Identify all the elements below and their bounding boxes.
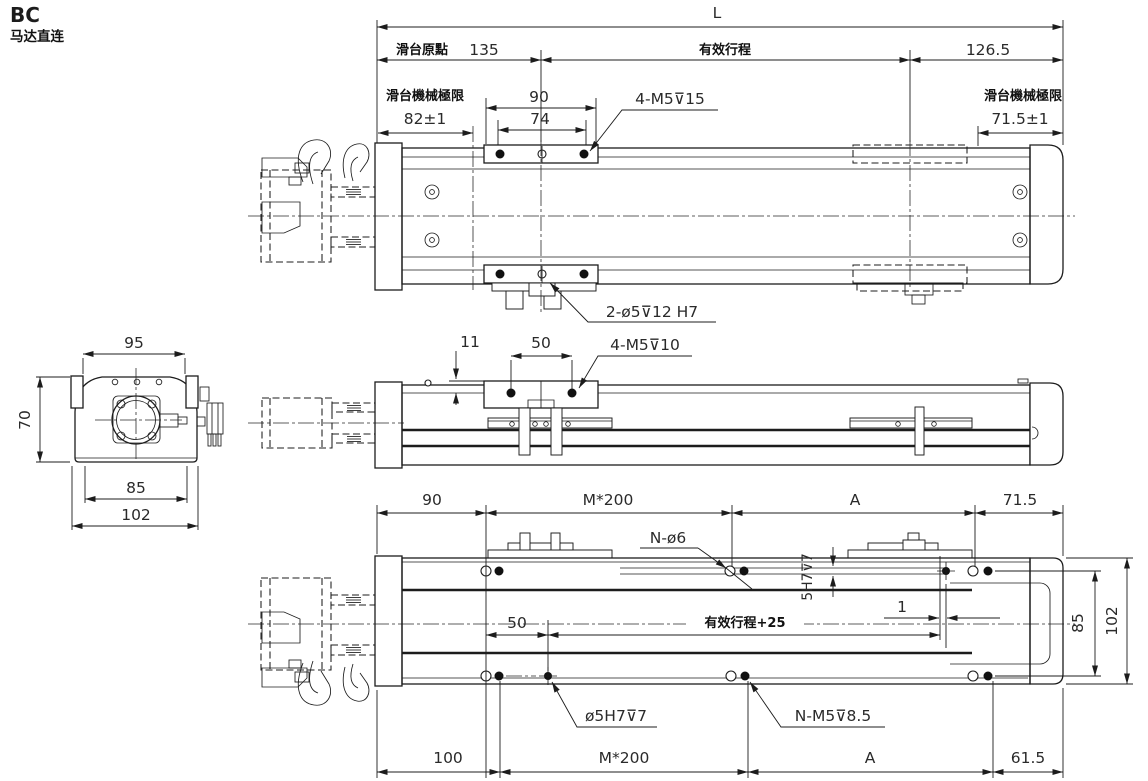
dim-origin-value: 135 xyxy=(469,41,499,59)
dim-hole-pitch: 50 xyxy=(531,334,551,352)
callout-pin-hole: ø5H7⊽7 xyxy=(551,681,657,728)
svg-text:ø5H7⊽7: ø5H7⊽7 xyxy=(585,707,647,725)
dim-right-end: 126.5 xyxy=(966,41,1010,59)
end-view-dimensions: 95 70 85 102 xyxy=(16,334,199,530)
sensor-rail-left xyxy=(487,417,613,429)
dim-bottom-1: M*200 xyxy=(599,749,650,767)
callout-keyway: 5H7⊽7 xyxy=(800,547,836,601)
svg-text:5H7⊽7: 5H7⊽7 xyxy=(800,553,816,601)
motor-flange xyxy=(374,381,403,469)
side-rail-left xyxy=(70,375,84,409)
reference-keyway xyxy=(620,567,944,575)
motor-flange xyxy=(374,142,403,291)
svg-text:4-M5⊽10: 4-M5⊽10 xyxy=(610,336,680,354)
dim-top-3: 71.5 xyxy=(1003,491,1038,509)
dim-bottom-0: 100 xyxy=(433,749,463,767)
dim-width-top: 95 xyxy=(124,334,144,352)
callout-pin-holes: 2-ø5⊽12 H7 xyxy=(549,282,716,323)
title-block: BC 马达直连 xyxy=(10,3,64,45)
callout-carriage-top-taps: 4-M5⊽10 xyxy=(578,336,692,389)
dim-height-outer: 102 xyxy=(1066,557,1133,685)
dim-origin-offset: 50 xyxy=(507,614,527,632)
motor-flange xyxy=(374,555,403,687)
body-outline xyxy=(74,376,198,463)
svg-text:N-M5⊽8.5: N-M5⊽8.5 xyxy=(795,707,871,725)
dim-limit-left-value: 82±1 xyxy=(404,110,447,128)
dim-width-inner: 85 xyxy=(126,479,146,497)
svg-text:4-M5⊽15: 4-M5⊽15 xyxy=(635,90,705,108)
dim-limit-right-label: 滑台機械極限 xyxy=(984,88,1063,104)
callout-carriage-taps: 4-M5⊽15 xyxy=(589,90,718,152)
end-cap xyxy=(1029,557,1064,685)
dim-carriage-outer: 90 xyxy=(529,88,549,106)
bottom-view xyxy=(248,532,1075,706)
dim-limit-right-value: 71.5±1 xyxy=(991,110,1048,128)
slide-carriage xyxy=(487,532,613,559)
end-cap xyxy=(1029,382,1064,466)
dim-carriage-inner: 74 xyxy=(530,110,550,128)
dim-width-outer: 102 xyxy=(121,506,151,524)
sensor-dogs xyxy=(518,407,563,456)
dim-height-inner: 85 xyxy=(995,570,1101,677)
dim-top-2: A xyxy=(850,491,861,509)
dim-pin-offset: 1 xyxy=(884,598,1000,621)
cable-icon xyxy=(261,139,370,234)
end-cap xyxy=(1029,144,1064,285)
drive-type-label: 马达直连 xyxy=(10,28,64,45)
dim-bottom-2: A xyxy=(865,749,876,767)
callout-through-holes: N-ø6 xyxy=(640,529,753,590)
dim-carriage-height: 11 xyxy=(460,333,480,351)
dim-origin-label: 滑台原點 xyxy=(396,42,448,58)
callout-bottom-taps: N-M5⊽8.5 xyxy=(749,681,885,728)
dim-overall-length: L xyxy=(713,4,722,22)
body-screw-holes xyxy=(424,184,1028,248)
dim-top-0: 90 xyxy=(422,491,442,509)
side-view xyxy=(248,378,1064,469)
svg-text:85: 85 xyxy=(1069,613,1087,633)
sensor-rail-right xyxy=(849,406,973,456)
dim-bottom-3: 61.5 xyxy=(1011,749,1046,767)
svg-text:N-ø6: N-ø6 xyxy=(650,529,687,547)
top-view-dimensions: L 滑台原點 135 有效行程 126.5 滑台機械極限 82±1 滑台機械極限… xyxy=(376,4,1064,323)
end-view: 95 70 85 102 xyxy=(16,334,224,530)
bottom-view-dimensions: 90 M*200 A 71.5 N-ø6 5H7⊽7 1 50 有效行程+25 xyxy=(376,491,1133,778)
side-rail-right xyxy=(185,375,199,409)
dim-height: 70 xyxy=(16,410,34,430)
svg-text:1: 1 xyxy=(897,598,907,616)
side-view-dimensions: 11 50 4-M5⊽10 xyxy=(449,333,692,405)
series-code: BC xyxy=(10,3,40,27)
dim-stroke-plus: 有效行程+25 xyxy=(705,615,786,631)
top-view xyxy=(248,126,1075,315)
dim-top-1: M*200 xyxy=(583,491,634,509)
sensor-bracket xyxy=(196,386,224,447)
svg-text:102: 102 xyxy=(1103,606,1121,636)
sensor-dog xyxy=(914,406,925,456)
grease-port xyxy=(424,379,432,387)
dim-limit-left-label: 滑台機械極限 xyxy=(386,88,465,104)
svg-text:2-ø5⊽12 H7: 2-ø5⊽12 H7 xyxy=(606,303,698,321)
slide-carriage-far xyxy=(847,532,973,559)
dim-stroke-label: 有效行程 xyxy=(699,42,751,58)
shaft-coupling xyxy=(159,413,179,428)
